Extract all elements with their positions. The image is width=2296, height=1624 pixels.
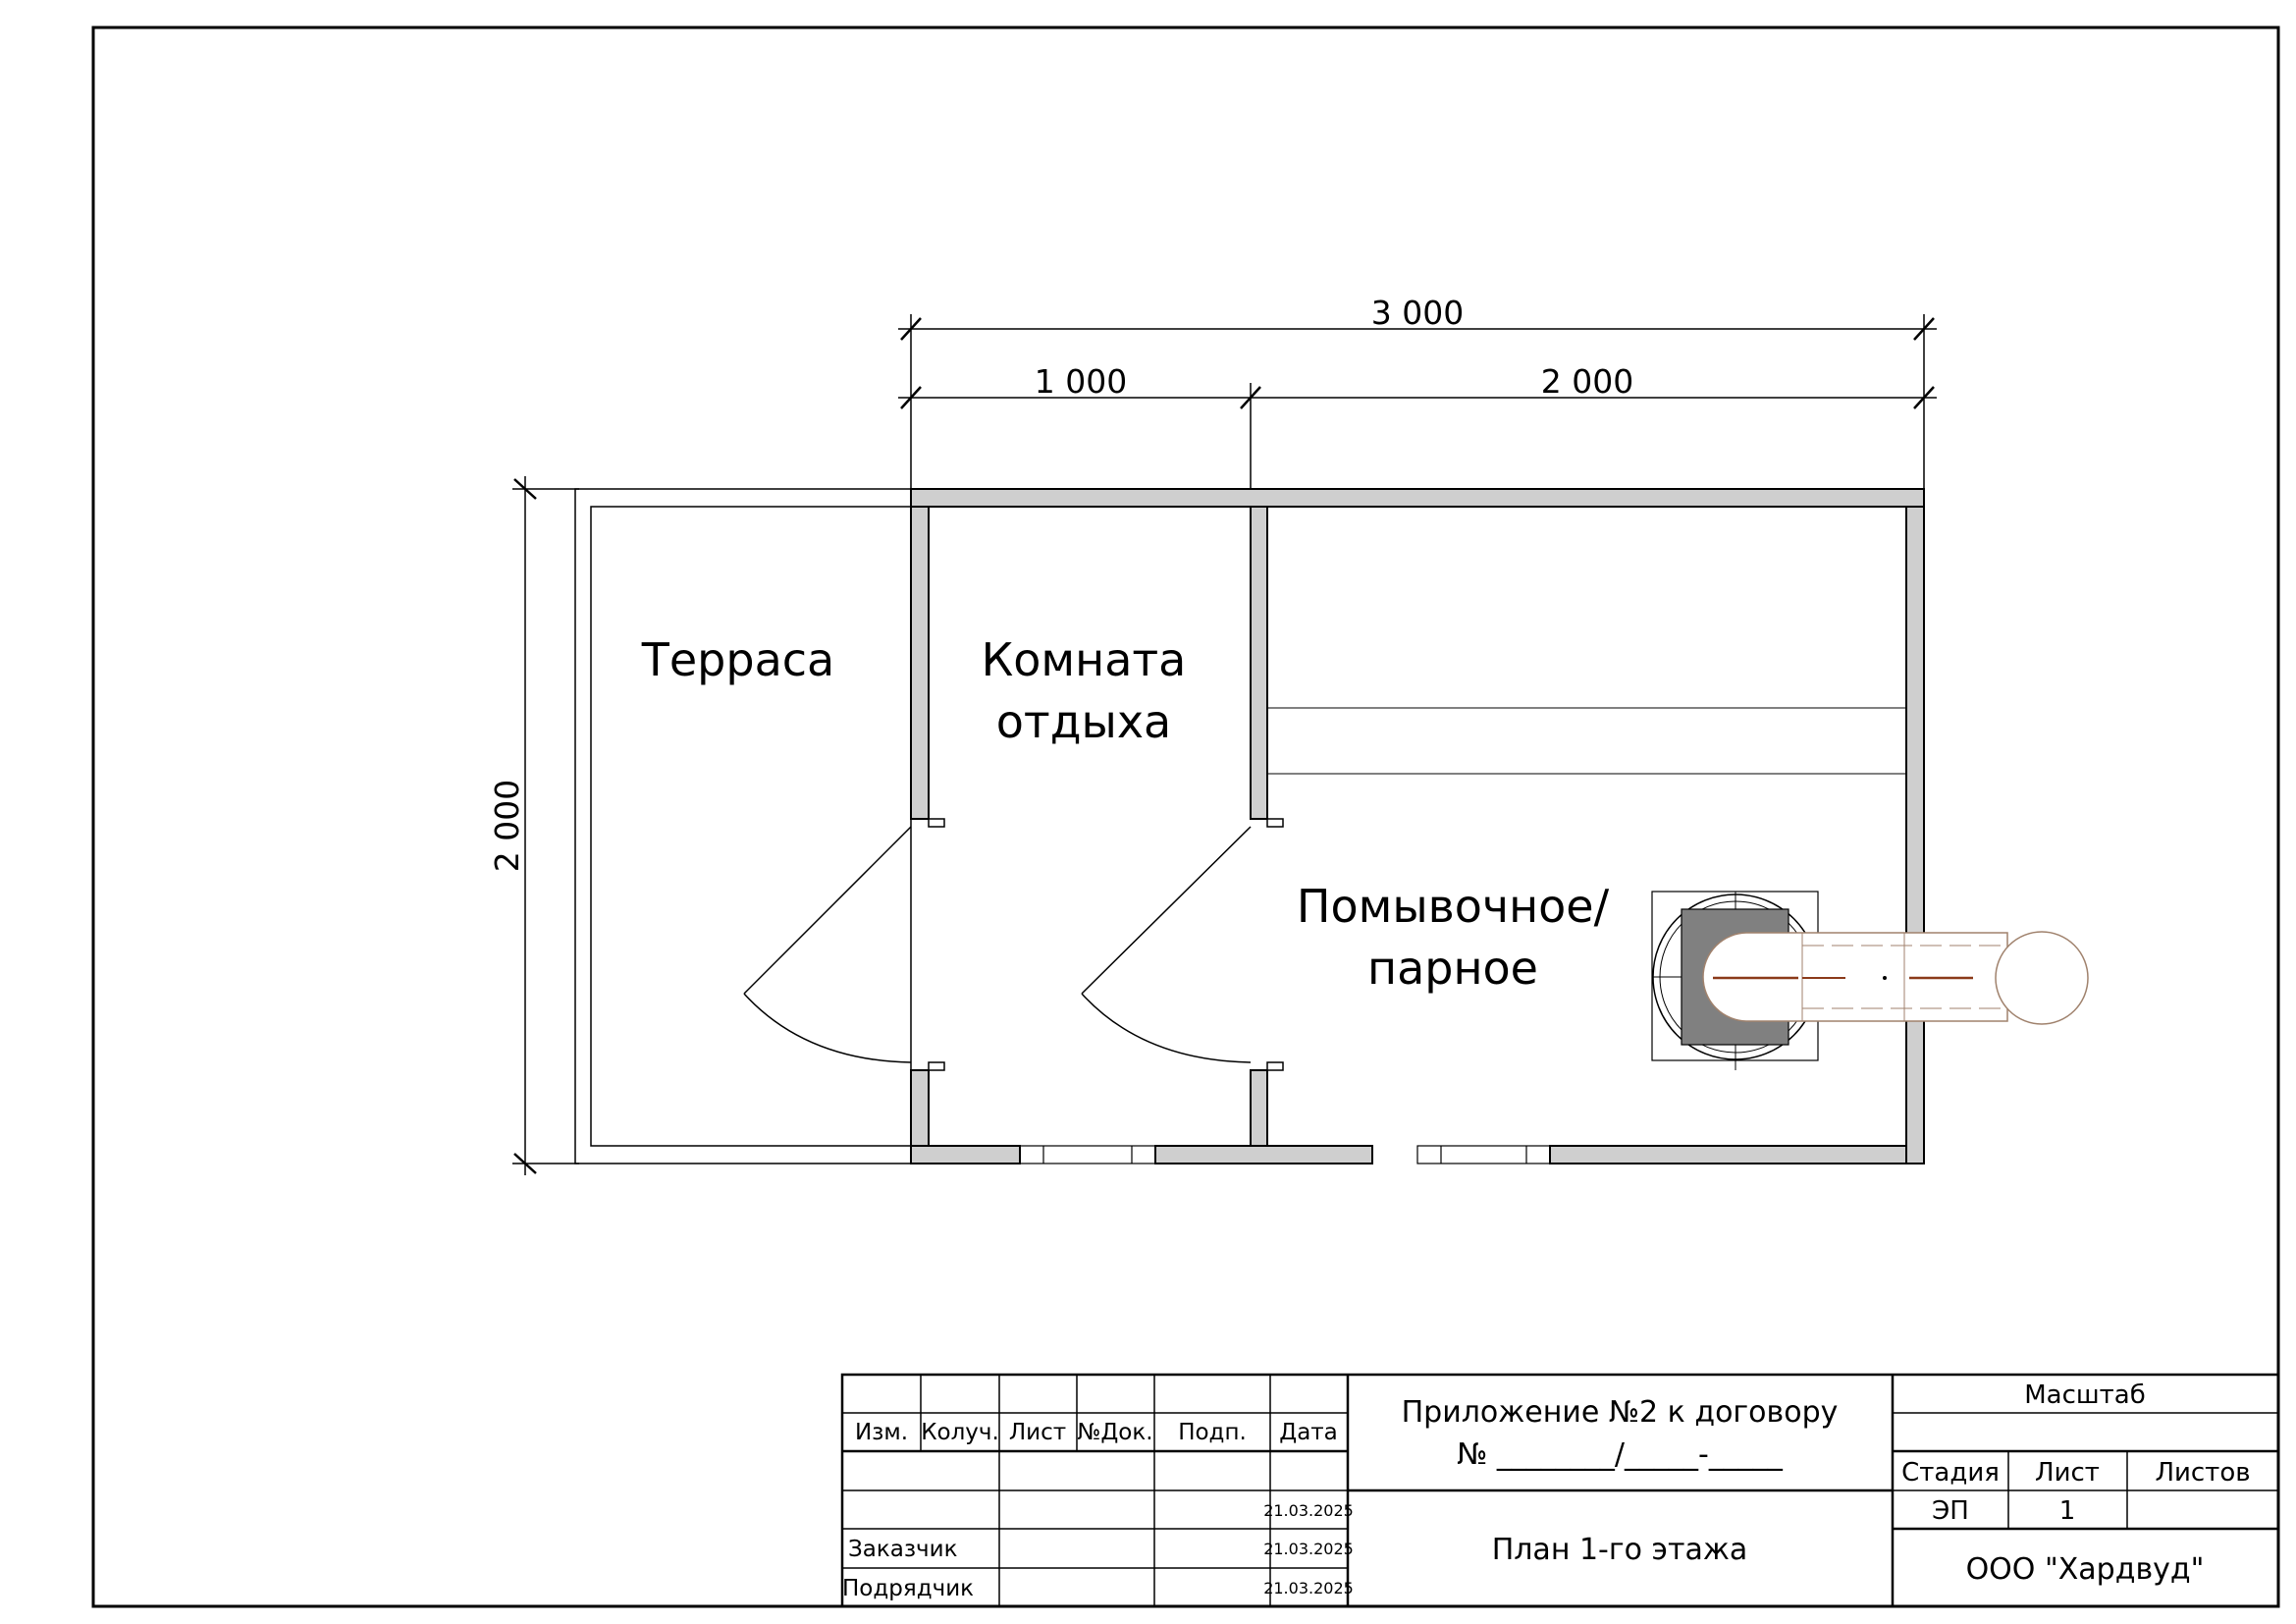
tb-contractor: Подрядчик: [842, 1576, 974, 1601]
room-label-wash-2: парное: [1367, 942, 1538, 995]
tb-header-ndok: №Док.: [1077, 1420, 1152, 1445]
tb-header-date: Дата: [1279, 1420, 1338, 1445]
room-label-wash-1: Помывочное/: [1297, 880, 1610, 933]
tb-sheet-value: 1: [2059, 1496, 2076, 1526]
tb-header-kol: Колуч.: [921, 1420, 999, 1445]
tb-header-list: Лист: [1009, 1420, 1066, 1445]
tb-date-3: 21.03.2025: [1263, 1579, 1354, 1597]
room-label-terrace: Терраса: [641, 633, 834, 686]
tb-date-1: 21.03.2025: [1263, 1501, 1354, 1520]
tb-appendix-2: № ________/_____-_____: [1457, 1437, 1784, 1472]
tb-header-izm: Изм.: [855, 1420, 908, 1445]
windows: [1019, 1145, 1551, 1164]
room-label-rest-1: Комната: [982, 633, 1187, 686]
terrace-outline: [574, 488, 912, 1164]
dim-right-segment: 2 000: [1541, 362, 1633, 401]
tb-sheet-label: Лист: [2035, 1458, 2100, 1488]
tb-sheets-label: Листов: [2155, 1458, 2250, 1488]
door-swings: [743, 826, 1252, 1063]
room-label-rest-2: отдыха: [996, 695, 1171, 748]
tb-appendix-1: Приложение №2 к договору: [1402, 1395, 1839, 1430]
tb-customer: Заказчик: [848, 1537, 958, 1562]
tb-sheet-title: План 1-го этажа: [1492, 1533, 1748, 1567]
tb-date-2: 21.03.2025: [1263, 1540, 1354, 1558]
dim-height: 2 000: [488, 780, 526, 872]
tb-stage-label: Стадия: [1901, 1458, 2000, 1488]
dimension-lines: [512, 314, 1937, 1175]
door-jambs: [928, 818, 1284, 1071]
tb-company: ООО "Хардвуд": [1966, 1552, 2205, 1587]
stove-symbol: [1651, 891, 2089, 1070]
dim-left-segment: 1 000: [1035, 362, 1127, 401]
dim-overall-width: 3 000: [1371, 294, 1464, 332]
walls: [910, 488, 1925, 1164]
bench-lines: [1267, 707, 1906, 775]
tb-header-podp: Подп.: [1178, 1420, 1247, 1445]
sheet-frame: [91, 26, 2280, 1608]
title-block: [840, 1373, 2280, 1608]
tb-stage-value: ЭП: [1932, 1496, 1969, 1526]
tb-scale-label: Масштаб: [2024, 1380, 2146, 1410]
